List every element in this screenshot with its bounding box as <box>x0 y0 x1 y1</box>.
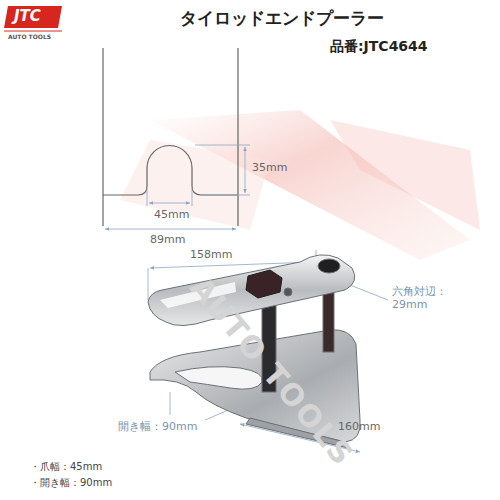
dimension: 開き幅：90mm <box>118 420 197 433</box>
background-streak <box>120 110 480 260</box>
dimension: 六角対辺：29mm <box>392 285 482 311</box>
dimension: 89mm <box>150 233 185 246</box>
jaw-outline <box>103 48 238 226</box>
logo-mark <box>4 6 62 31</box>
dimension-lines <box>105 145 388 452</box>
dimension: 158mm <box>190 248 232 261</box>
spec-note: ・開き幅：90mm <box>30 477 112 489</box>
spec-note: ・爪幅：45mm <box>30 461 102 473</box>
part-number: 品番:JTC4644 <box>330 38 428 55</box>
dimension: 160mm <box>338 420 380 433</box>
title: タイロッドエンドプーラー <box>180 8 384 28</box>
dimension: 35mm <box>252 161 287 174</box>
logo-subtext: AUTO TOOLS <box>8 33 51 40</box>
dimension: 45mm <box>154 208 189 221</box>
logo-text: JTC <box>14 7 41 25</box>
